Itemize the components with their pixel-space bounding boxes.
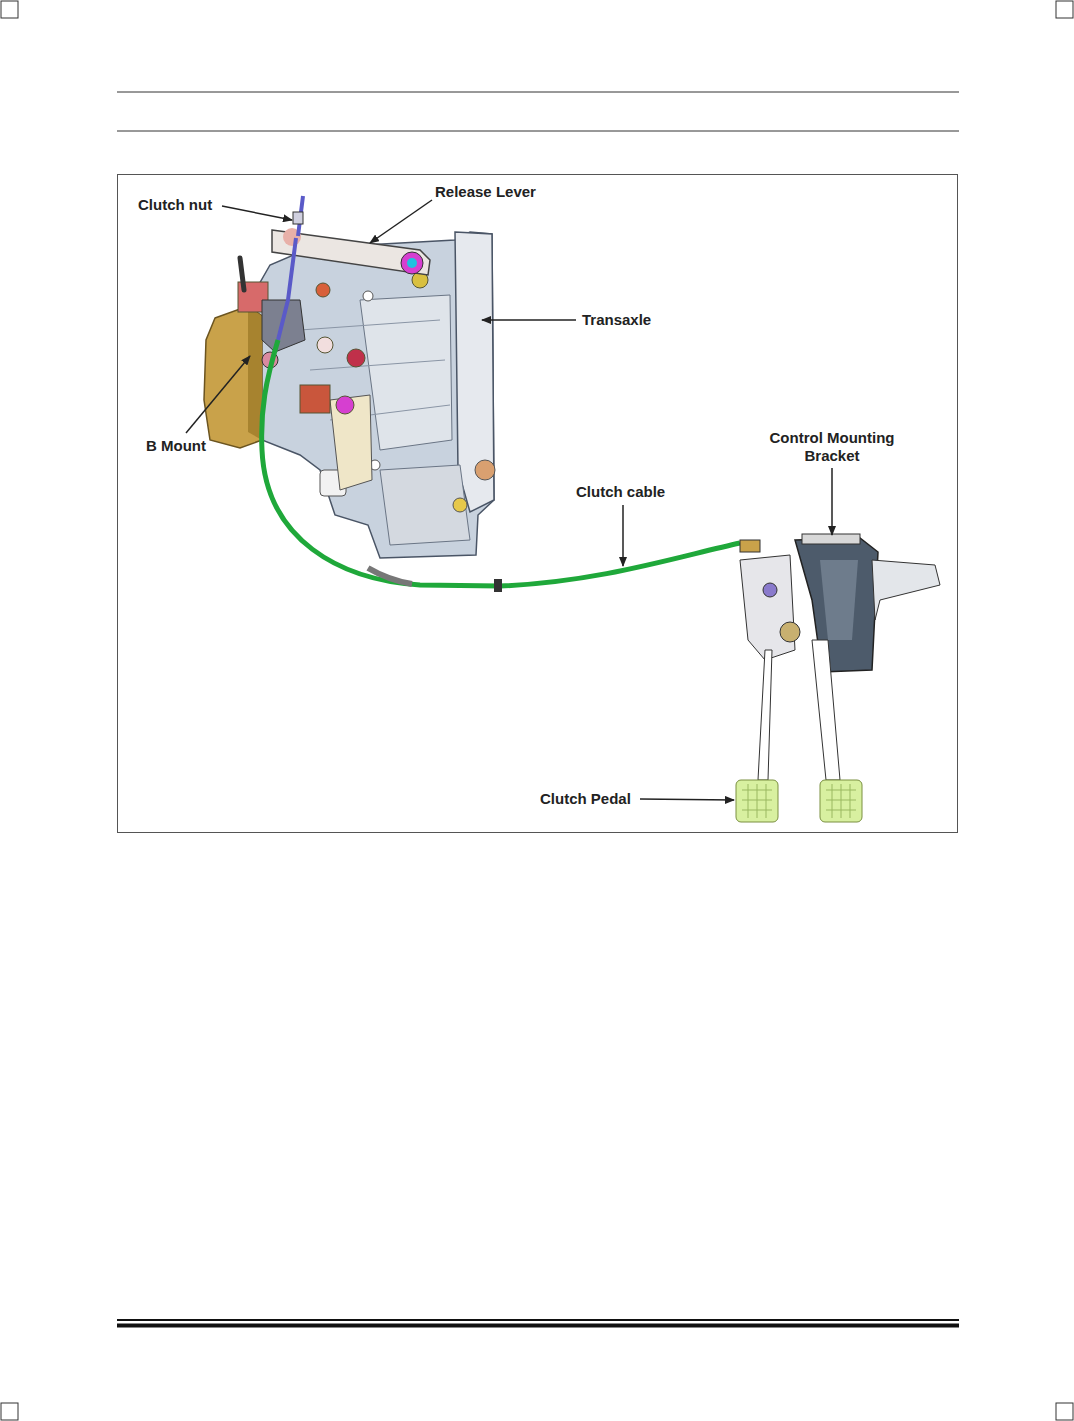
crop-mark [1056, 1, 1073, 18]
part-label: Release Lever [435, 183, 536, 201]
figure-frame [118, 175, 958, 833]
part-label: Clutch nut [138, 196, 212, 214]
part-label: Clutch cable [576, 483, 665, 501]
footer-rule [117, 1319, 959, 1321]
crop-mark [1, 1403, 18, 1420]
crop-mark [1056, 1403, 1073, 1420]
transaxle [250, 232, 495, 558]
footer-rule [117, 1324, 959, 1328]
pedal-assembly [736, 534, 940, 822]
part-label: Control Mounting Bracket [754, 429, 910, 465]
part-label: Clutch Pedal [540, 790, 631, 808]
release-lever [272, 196, 430, 275]
header-rule [117, 131, 959, 132]
part-label: B Mount [146, 437, 206, 455]
part-label: Transaxle [582, 311, 651, 329]
clutch-cable [262, 238, 760, 592]
crop-mark [1, 1, 18, 18]
header-rule [117, 92, 959, 93]
leader-lines [186, 200, 832, 800]
